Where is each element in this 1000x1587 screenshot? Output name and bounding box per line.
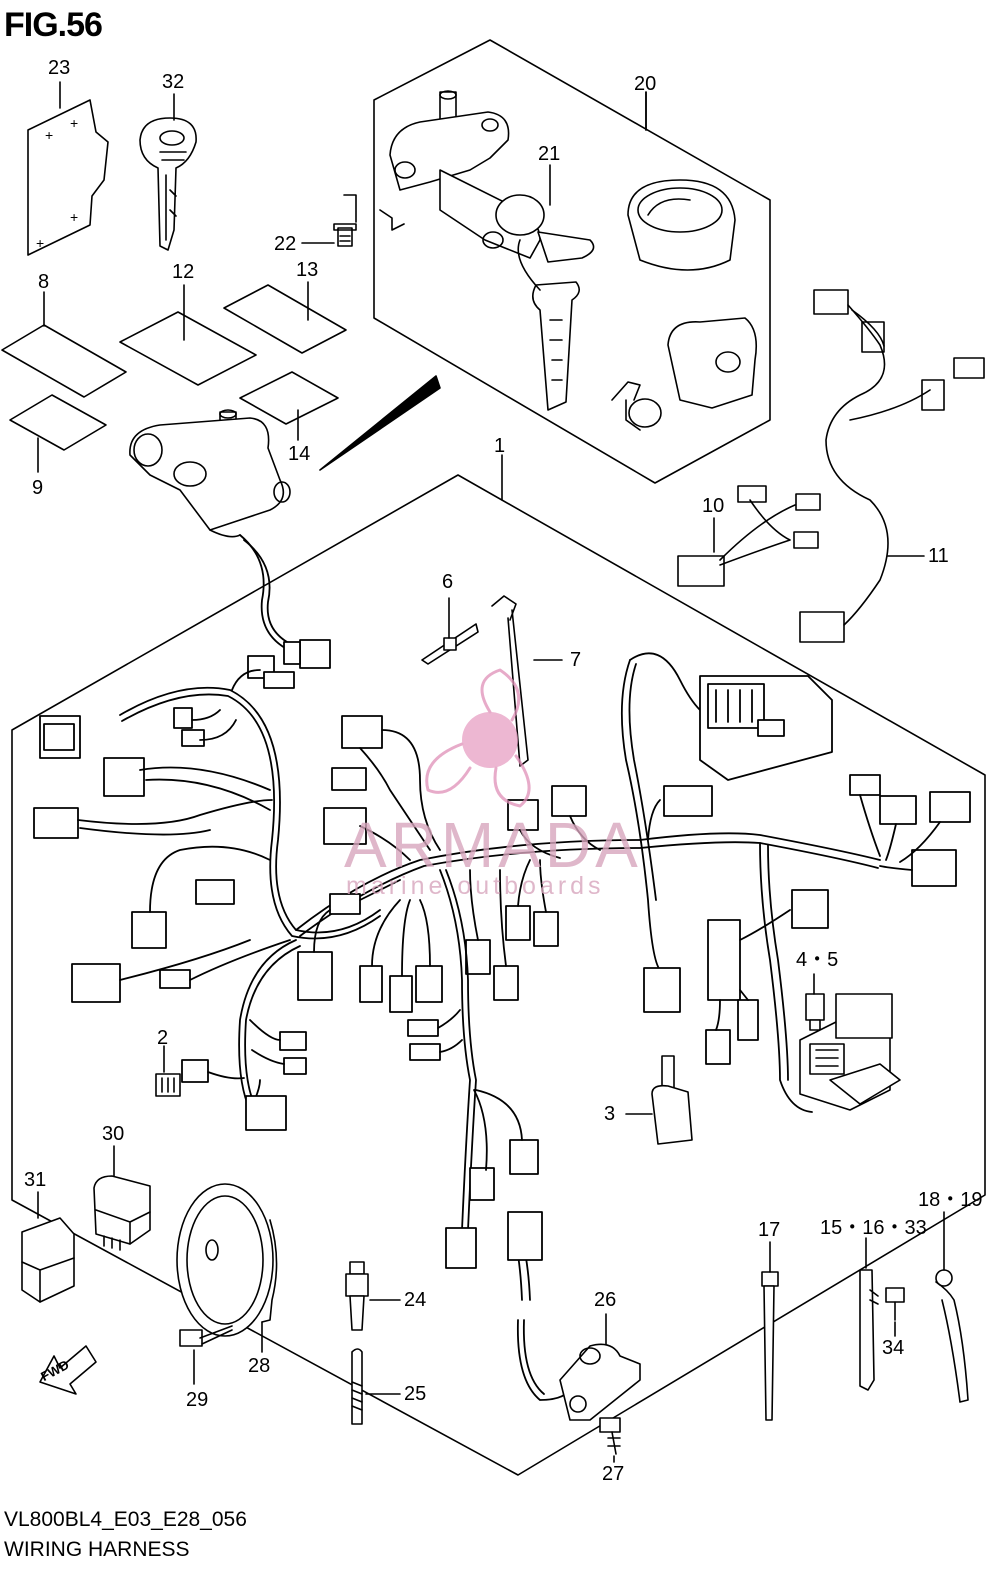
callout-6: 6 <box>442 571 454 593</box>
callout-4-5: 4・5 <box>796 949 839 971</box>
svg-text:+: + <box>70 209 78 225</box>
cable-tie-part-17 <box>761 1241 779 1421</box>
callout-15-16-33: 15・16・33 <box>820 1217 927 1239</box>
callout-10: 10 <box>702 495 725 517</box>
callout-22: 22 <box>274 233 297 255</box>
fuse-box <box>799 993 901 1111</box>
callout-27: 27 <box>602 1463 625 1485</box>
label-part-12 <box>119 284 257 386</box>
lock-cylinder-right <box>667 317 758 409</box>
callout-23: 23 <box>48 57 71 79</box>
seat-lock-cap <box>627 91 736 271</box>
relay-part-30 <box>93 1145 151 1251</box>
clamp-part-6 <box>421 597 479 665</box>
sub-harness-part-11 <box>799 289 985 643</box>
tie-part-7 <box>491 595 563 767</box>
bolt-part-22 <box>301 223 357 247</box>
callout-14: 14 <box>288 443 311 465</box>
fuse-part-4-5 <box>805 973 825 1031</box>
spring-part-25 <box>351 1348 401 1425</box>
callout-34: 34 <box>882 1337 905 1359</box>
figure-code: VL800BL4_E03_E28_056 <box>4 1508 247 1531</box>
callout-8: 8 <box>38 271 50 293</box>
switch-part-24 <box>345 1261 401 1331</box>
ignition-kit-panel <box>373 39 771 484</box>
callout-26: 26 <box>594 1289 617 1311</box>
callout-20: 20 <box>634 73 657 95</box>
callout-13: 13 <box>296 259 319 281</box>
figure-name: WIRING HARNESS <box>4 1538 190 1561</box>
relay-part-31 <box>21 1191 75 1303</box>
callout-31: 31 <box>24 1169 47 1191</box>
direction-arrow <box>319 375 441 471</box>
watermark-logo-icon <box>425 668 531 808</box>
callout-28: 28 <box>248 1355 271 1377</box>
sensor-part-3 <box>625 1055 693 1145</box>
main-wiring-harness <box>33 534 971 1401</box>
callout-25: 25 <box>404 1383 427 1405</box>
callout-17: 17 <box>758 1219 781 1241</box>
ignition-switch-part-21 <box>343 90 595 411</box>
clamp-part-18-19 <box>935 1211 969 1403</box>
key-part-32 <box>139 93 197 251</box>
watermark-subtext: marine outboards <box>346 872 605 900</box>
svg-text:+: + <box>45 127 53 143</box>
watermark-text: ARMADA <box>344 809 642 881</box>
label-part-14 <box>239 371 339 441</box>
screw-part-34 <box>885 1287 905 1337</box>
horn-part-28 <box>176 1183 278 1353</box>
fwd-arrow-icon <box>39 1345 97 1395</box>
svg-text:+: + <box>70 115 78 131</box>
label-part-13 <box>223 281 347 354</box>
connector-part-2 <box>155 1045 181 1097</box>
sensor-part-26 <box>559 1313 641 1421</box>
screw-part-27 <box>599 1417 621 1463</box>
figure-title: FIG.56 <box>4 6 103 44</box>
callout-29: 29 <box>186 1389 209 1411</box>
sub-harness-part-10 <box>677 485 821 587</box>
callout-12: 12 <box>172 261 195 283</box>
callout-3: 3 <box>604 1103 616 1125</box>
callout-1: 1 <box>494 435 506 457</box>
main-harness-panel <box>11 474 986 1476</box>
callout-11: 11 <box>928 545 949 567</box>
callout-30: 30 <box>102 1123 125 1145</box>
svg-text:+: + <box>36 235 44 251</box>
main-ignition-switch <box>129 409 291 538</box>
callout-18-19: 18・19 <box>918 1189 983 1211</box>
callout-21: 21 <box>538 143 561 165</box>
callout-7: 7 <box>570 649 582 671</box>
callout-2: 2 <box>157 1027 169 1049</box>
callout-9: 9 <box>32 477 44 499</box>
plate-part-23: + + + + <box>27 81 109 256</box>
callout-24: 24 <box>404 1289 427 1311</box>
label-part-8 <box>1 291 127 398</box>
lock-cylinder-small <box>611 381 662 431</box>
bolt-part-29 <box>179 1325 233 1385</box>
label-part-9 <box>9 394 107 473</box>
callout-32: 32 <box>162 71 185 93</box>
clamp-part-15-16-33 <box>859 1237 879 1391</box>
